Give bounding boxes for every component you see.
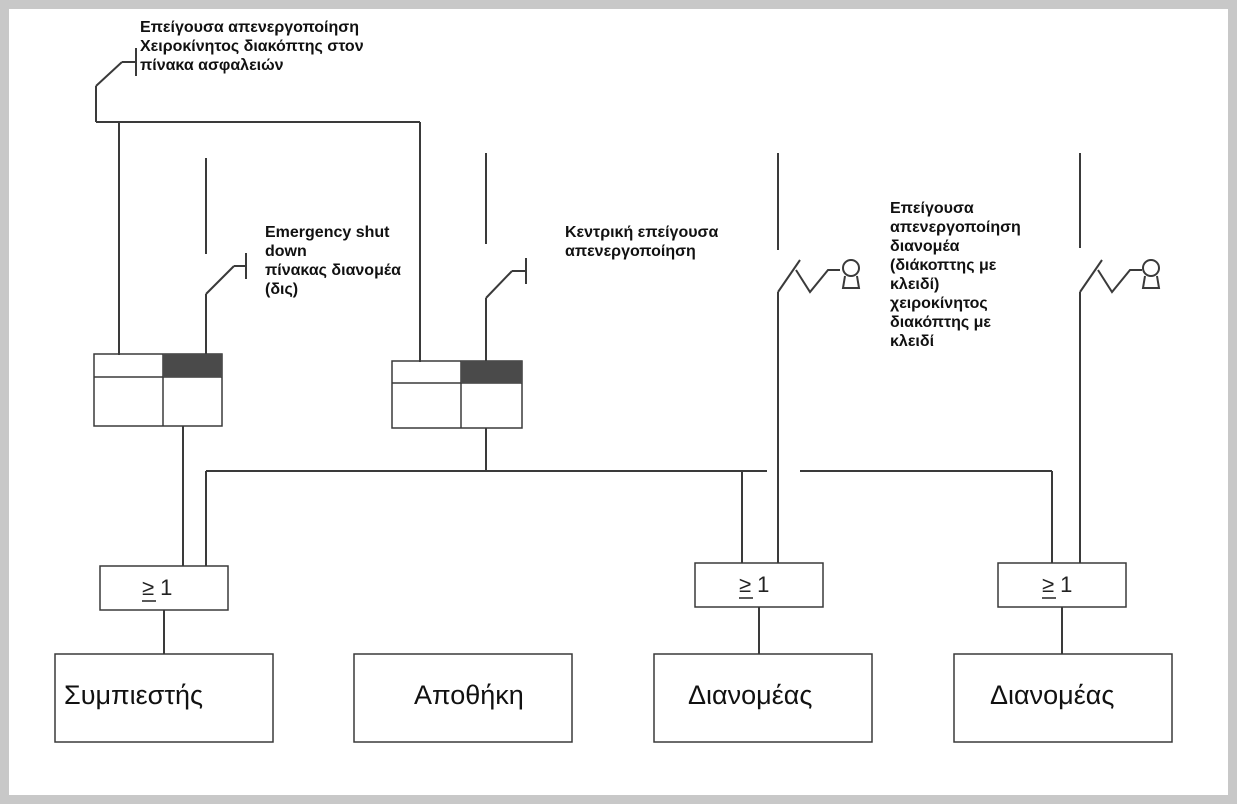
manual-switch-symbol [95, 48, 137, 122]
or-gate-1-label: ≥ 1 [142, 575, 173, 600]
emergency-switch-2-symbol [485, 153, 527, 362]
block-dispenser-2-label: Διανομέας [990, 680, 1115, 710]
emergency-switch-1-symbol [205, 158, 247, 355]
relay-2-active-segment [461, 361, 522, 383]
or-gate-2-label: ≥ 1 [739, 572, 770, 597]
block-storage-label: Αποθήκη [414, 680, 524, 710]
emergency-shutdown-dispenser-panel-label: Emergency shut down πίνακας διανομέα (δι… [265, 224, 401, 298]
central-emergency-shutdown-label: Κεντρική επείγουσα απενεργοποίηση [565, 224, 719, 260]
key-switch-1-symbol [777, 153, 861, 563]
block-compressor-box [54, 653, 274, 743]
block-dispenser-1-label: Διανομέας [688, 680, 813, 710]
key-switch-2-symbol [1079, 153, 1161, 563]
block-compressor-label: Συμπιεστής [64, 680, 204, 710]
manual-switch-fuse-panel-label: Επείγουσα απενεργοποίηση Χειροκίνητος δι… [140, 19, 364, 74]
relay-output-wiring [182, 426, 1053, 566]
relay-1-active-segment [163, 354, 222, 377]
block-storage-box [353, 653, 573, 743]
top-bus-line [96, 121, 421, 362]
or-gate-3-label: ≥ 1 [1042, 572, 1073, 597]
block-dispenser-1-box [653, 653, 873, 743]
dispenser-key-switch-label: Επείγουσα απενεργοποίηση διανομέα (διάκο… [890, 200, 1021, 350]
block-dispenser-2-box [953, 653, 1173, 743]
